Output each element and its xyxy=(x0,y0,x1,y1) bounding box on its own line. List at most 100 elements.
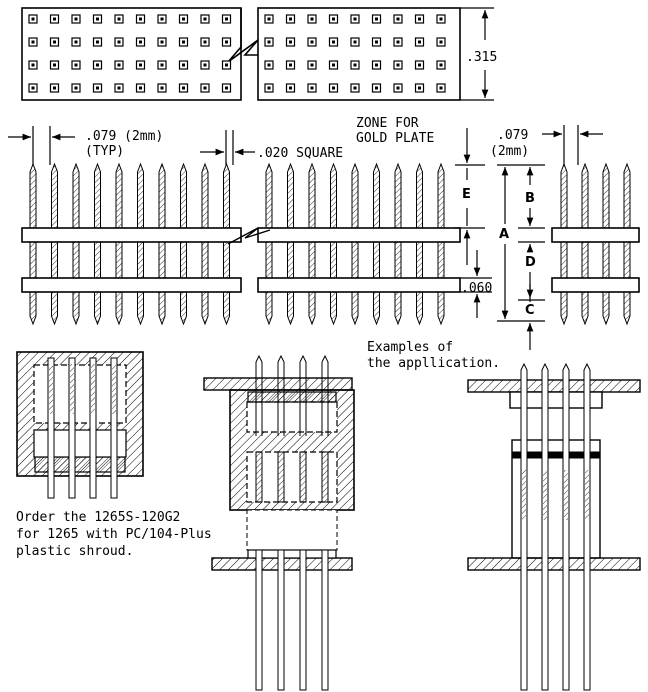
pitch-label-1: .079 (2mm) xyxy=(85,129,163,144)
pin xyxy=(560,162,568,326)
pin xyxy=(255,354,263,691)
pad xyxy=(371,60,382,70)
pin xyxy=(110,357,118,499)
pad xyxy=(221,83,232,93)
pad xyxy=(285,14,296,24)
pin xyxy=(321,354,329,691)
pad xyxy=(49,14,60,24)
pad xyxy=(307,37,317,47)
pad xyxy=(285,37,296,47)
pin-square-label: .020 SQUARE xyxy=(257,146,343,161)
pad xyxy=(92,14,103,24)
pad xyxy=(436,37,446,47)
pad xyxy=(135,14,146,24)
pad xyxy=(393,37,403,47)
pad xyxy=(157,60,167,70)
pad xyxy=(350,60,360,70)
end-view xyxy=(551,162,640,326)
pad xyxy=(264,14,274,24)
pad xyxy=(157,37,167,47)
dim-e-label: E xyxy=(462,187,471,202)
examples-line-1: Examples of xyxy=(367,340,453,355)
pin xyxy=(68,357,76,499)
body-thickness-dimension xyxy=(460,250,492,318)
pin xyxy=(520,362,528,691)
pad xyxy=(71,14,81,24)
pad xyxy=(414,14,425,24)
end-pitch-label-1: .079 xyxy=(497,128,528,143)
pad xyxy=(328,37,339,47)
pad xyxy=(264,60,274,70)
pin xyxy=(29,162,37,326)
pad xyxy=(71,60,81,70)
top-view xyxy=(21,7,461,101)
pitch-dimension xyxy=(8,126,75,165)
pin xyxy=(47,357,55,499)
pad xyxy=(436,83,446,93)
application-example-2 xyxy=(467,362,641,691)
pad xyxy=(200,37,210,47)
pad xyxy=(157,14,167,24)
pin xyxy=(394,162,402,326)
pin xyxy=(94,162,101,326)
pin xyxy=(583,362,591,691)
pad xyxy=(328,83,339,93)
pad xyxy=(49,83,60,93)
pad xyxy=(436,60,446,70)
dim-c-label: C xyxy=(525,303,535,318)
pad xyxy=(221,60,232,70)
pad xyxy=(178,14,189,24)
pin xyxy=(180,162,187,326)
pin xyxy=(115,162,123,326)
pad xyxy=(92,83,103,93)
pin xyxy=(351,162,359,326)
pin xyxy=(287,162,294,326)
pad xyxy=(135,60,146,70)
pin xyxy=(89,357,97,499)
pin xyxy=(137,162,144,326)
pad xyxy=(264,37,274,47)
application-example-1 xyxy=(203,354,355,691)
pad xyxy=(28,83,38,93)
pad xyxy=(200,60,210,70)
pad xyxy=(28,37,38,47)
pad xyxy=(350,14,360,24)
pad xyxy=(221,37,232,47)
pad xyxy=(114,83,124,93)
side-view xyxy=(21,162,461,326)
zone-label-2: GOLD PLATE xyxy=(356,131,434,146)
pad xyxy=(221,14,232,24)
pad xyxy=(135,83,146,93)
pad xyxy=(414,60,425,70)
pad xyxy=(307,14,317,24)
dim-d-label: D xyxy=(525,255,536,270)
pad xyxy=(307,83,317,93)
pad xyxy=(178,37,189,47)
pad xyxy=(200,14,210,24)
pin xyxy=(437,162,445,326)
shroud-section xyxy=(16,351,144,499)
pin xyxy=(330,162,337,326)
pin-size-dimension xyxy=(200,130,255,165)
pad xyxy=(414,37,425,47)
pad xyxy=(393,60,403,70)
pin xyxy=(277,354,285,691)
pad xyxy=(285,83,296,93)
pad xyxy=(371,83,382,93)
pad xyxy=(157,83,167,93)
pad xyxy=(178,60,189,70)
pad xyxy=(371,37,382,47)
pin xyxy=(308,162,316,326)
pin xyxy=(158,162,166,326)
pad xyxy=(393,14,403,24)
pin xyxy=(373,162,380,326)
pin xyxy=(562,362,570,691)
pad xyxy=(92,37,103,47)
pad xyxy=(436,14,446,24)
abcd-dimensions xyxy=(497,164,545,350)
pad xyxy=(307,60,317,70)
pad xyxy=(371,14,382,24)
pad xyxy=(71,37,81,47)
pad xyxy=(71,83,81,93)
